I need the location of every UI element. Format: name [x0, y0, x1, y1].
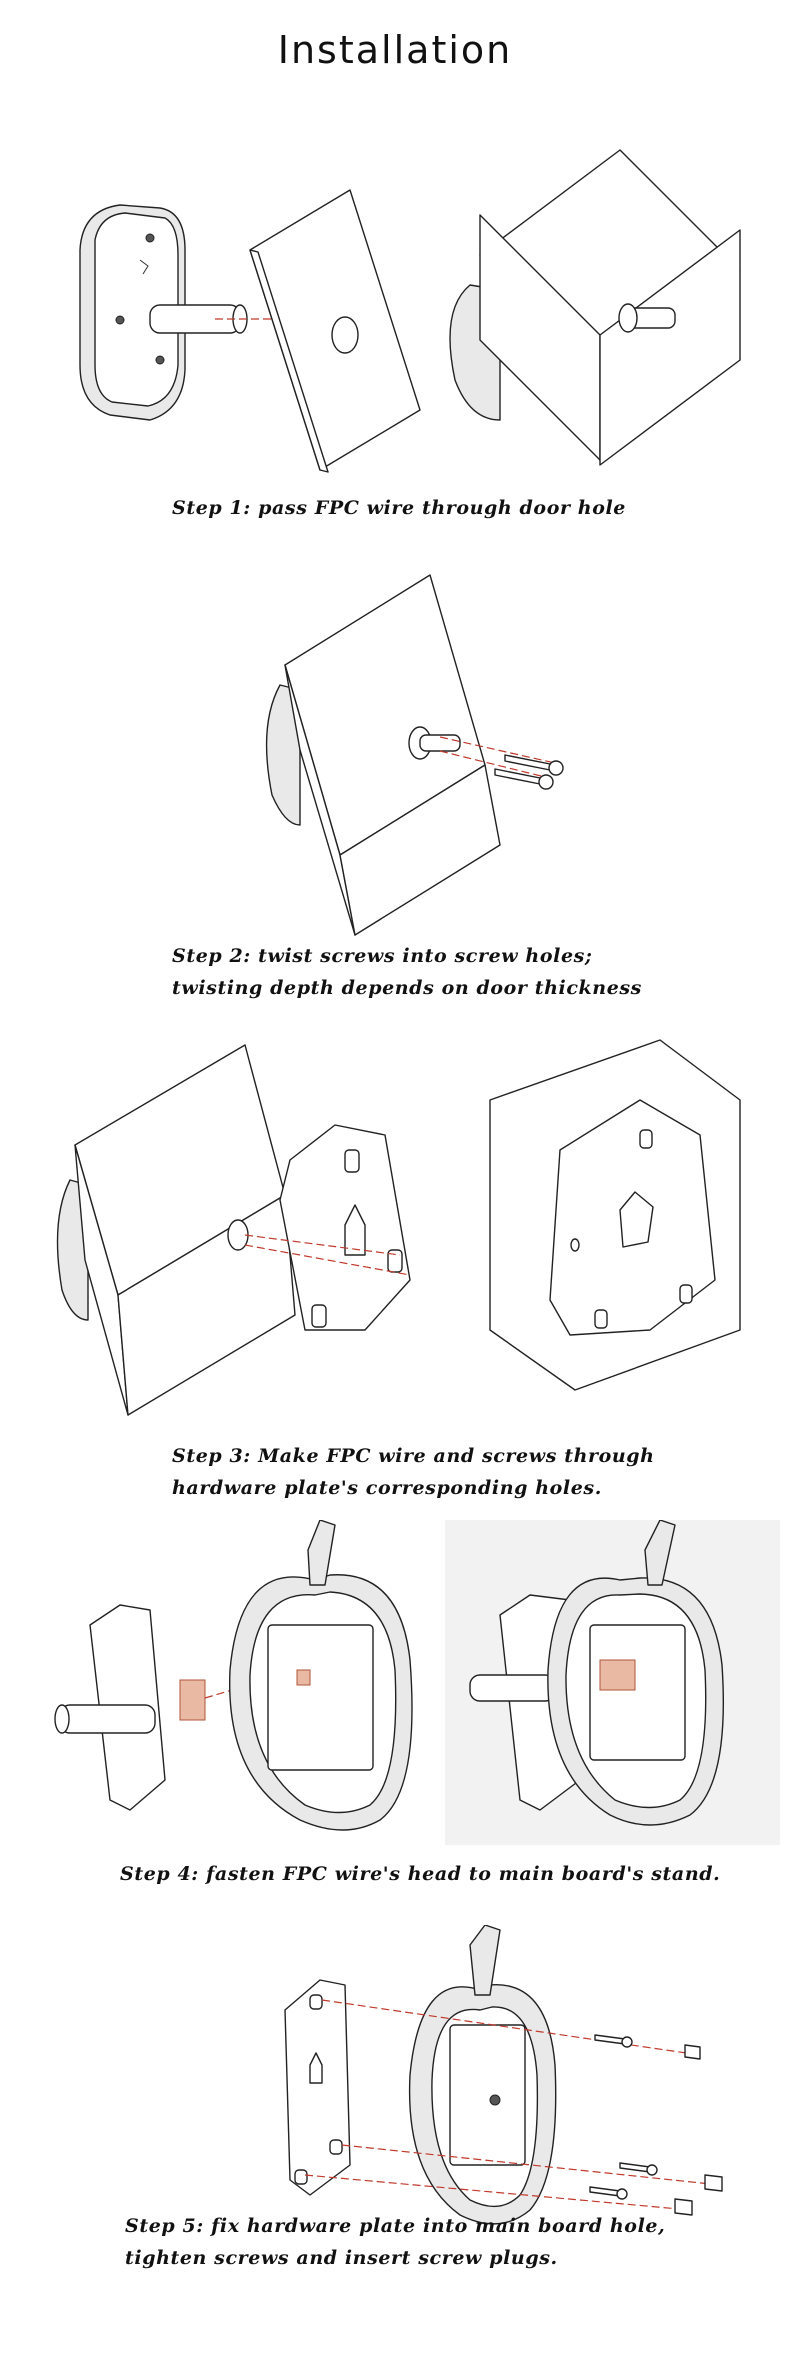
- dashed-guides: [304, 1999, 721, 2211]
- apple-main-board: [228, 1520, 413, 1831]
- plate-assembled: [489, 1039, 741, 1391]
- step5-caption-line2: tighten screws and insert screw plugs.: [125, 2247, 558, 2269]
- step2-caption: Step 2: twist screws into screw holes; t…: [172, 940, 642, 1004]
- screws: [494, 754, 564, 790]
- step4-caption-line1: Step 4: fasten FPC wire's head to main b…: [120, 1863, 721, 1885]
- door-panel: [249, 189, 421, 473]
- hardware-plate: [227, 1124, 411, 1331]
- device-back-unit: [79, 204, 186, 421]
- screws-and-plugs: [589, 2034, 723, 2216]
- step5-caption-line1: Step 5: fix hardware plate into main boa…: [125, 2215, 666, 2237]
- step3-caption-line2: hardware plate's corresponding holes.: [172, 1477, 602, 1499]
- step5-illustration: [284, 1925, 723, 2225]
- step1-illustration: [79, 149, 741, 473]
- step3-illustration: [56, 1039, 741, 1416]
- step1-caption-line1: Step 1: pass FPC wire through door hole: [172, 497, 626, 519]
- step2-caption-line2: twisting depth depends on door thickness: [172, 977, 642, 999]
- step3-caption-line1: Step 3: Make FPC wire and screws through: [172, 1445, 655, 1467]
- step1-caption: Step 1: pass FPC wire through door hole: [172, 492, 626, 524]
- step4-illustration: [54, 1520, 780, 1845]
- door-block: [265, 574, 501, 936]
- screw-holes: [408, 726, 556, 778]
- step2-caption-line1: Step 2: twist screws into screw holes;: [172, 945, 593, 967]
- step5-caption: Step 5: fix hardware plate into main boa…: [125, 2210, 665, 2274]
- page-title: Installation: [277, 28, 513, 72]
- door-assembled: [449, 149, 741, 466]
- door-block: [56, 1044, 296, 1416]
- apple-main-board: [408, 1925, 557, 2225]
- assembled-step4: [469, 1520, 725, 1826]
- step2-illustration: [265, 574, 564, 936]
- hardware-plate: [284, 1979, 351, 2196]
- step4-caption: Step 4: fasten FPC wire's head to main b…: [120, 1858, 720, 1890]
- step3-caption: Step 3: Make FPC wire and screws through…: [172, 1440, 655, 1504]
- plate-and-tube: [54, 1604, 301, 1811]
